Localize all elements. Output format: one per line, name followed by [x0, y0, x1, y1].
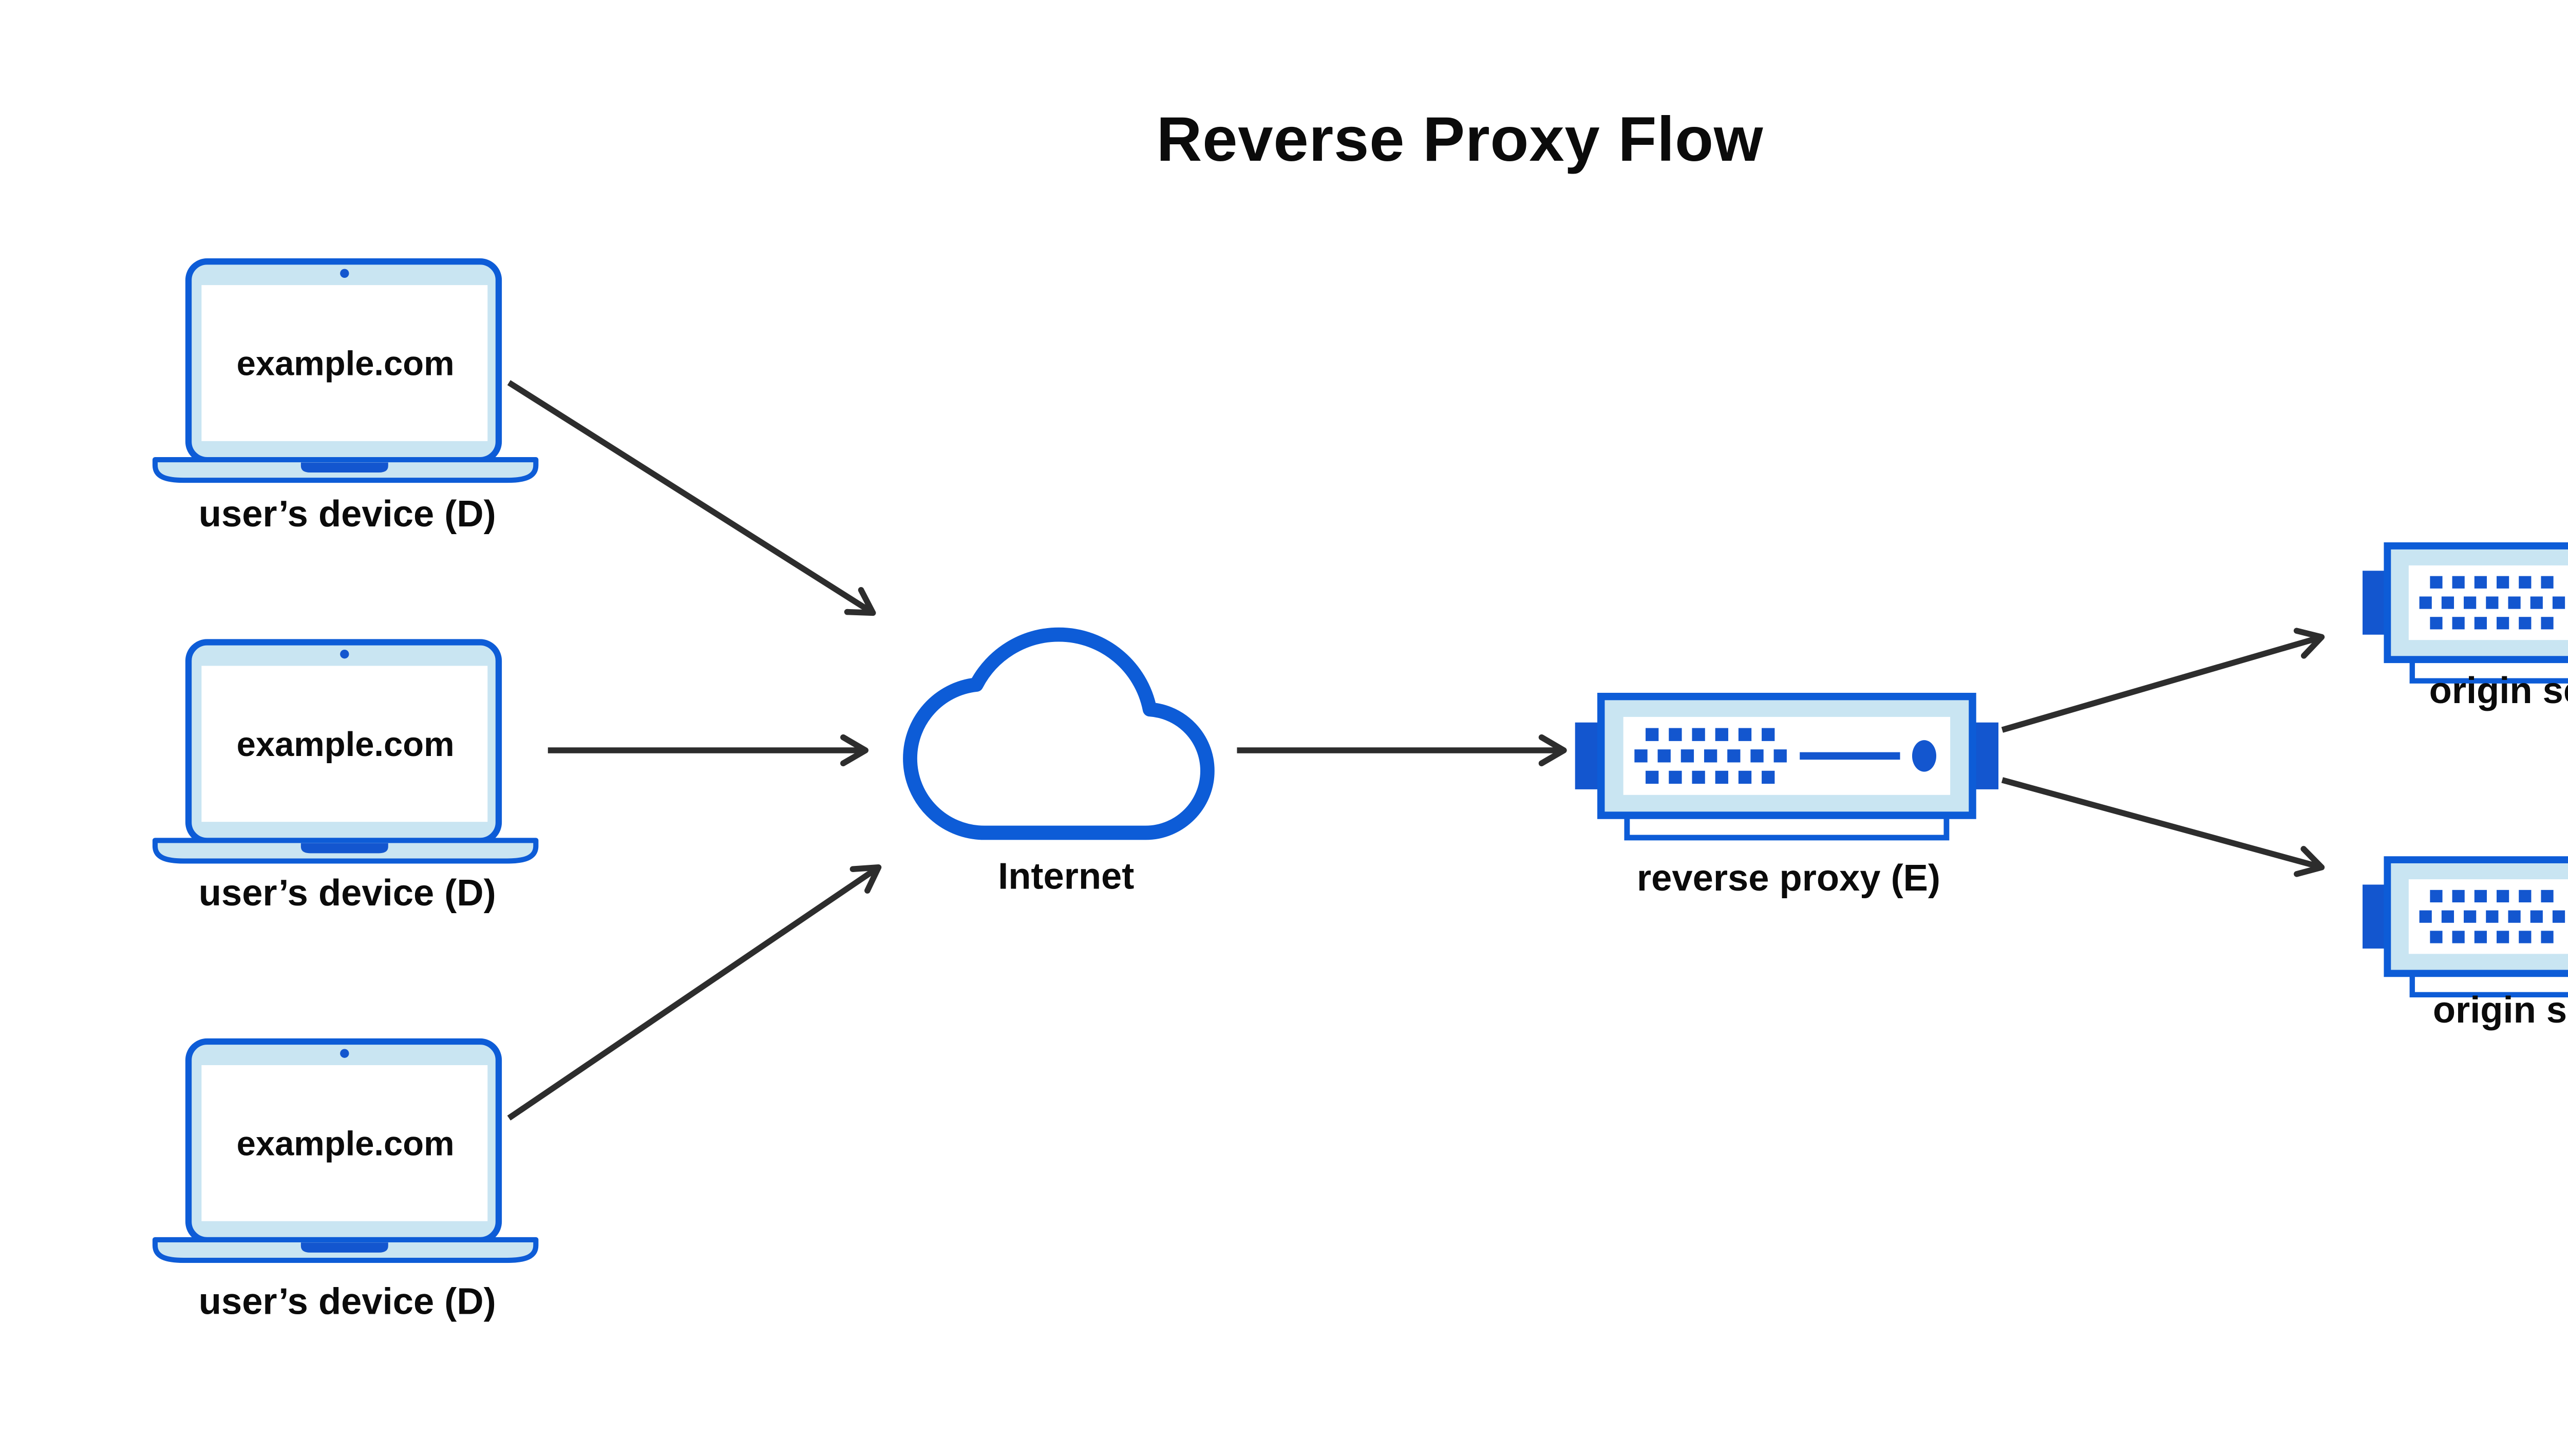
arrow-proxy-origin2 [2001, 777, 2325, 877]
device1-screen-text: example.com [236, 344, 455, 383]
device1-caption: user’s device (D) [198, 495, 496, 536]
arrow-device1-internet [507, 380, 876, 616]
flow-arrows [507, 380, 2325, 1121]
arrow-proxy-origin1 [2001, 628, 2325, 733]
diagram-title: Reverse Proxy Flow [1156, 105, 1764, 176]
origin-server-top-label: origin server (F) [2429, 671, 2568, 712]
server-icon-origin-top [2363, 546, 2568, 681]
device3-screen-text: example.com [236, 1123, 455, 1163]
device2-screen-text: example.com [236, 724, 455, 764]
origin-server-bottom-label: origin server (F) [2432, 991, 2568, 1032]
server-icon-reverse-proxy [1575, 696, 1999, 838]
internet-label: Internet [998, 857, 1135, 898]
device2-caption: user’s device (D) [198, 874, 496, 915]
cloud-icon [903, 627, 1215, 840]
reverse-proxy-label: reverse proxy (E) [1637, 859, 1940, 900]
server-icon-origin-bottom [2363, 860, 2568, 995]
device3-caption: user’s device (D) [198, 1282, 496, 1323]
arrow-device3-internet [507, 864, 882, 1121]
